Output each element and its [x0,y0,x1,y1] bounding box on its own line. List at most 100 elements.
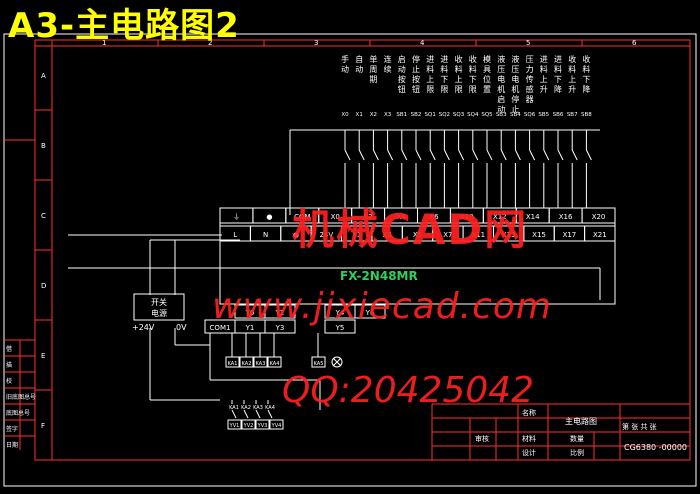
input-label-char: 限 [440,85,448,94]
input-label-char: 限 [469,85,477,94]
contact-KA4: KA4 [265,405,275,411]
tb-name-label: 名称 [522,408,536,417]
row-label-D: D [41,282,46,290]
plc-output-terminal: Y4 [335,309,345,317]
input-addr-SB4: SB4 [510,112,521,118]
input-addr-X1: X1 [356,112,363,118]
input-label-char: 动 [497,104,505,114]
input-label-char: 止 [412,64,420,74]
side-label: 校 [6,377,12,385]
coil-KA2: KA2 [242,361,252,367]
input-label-char: 位 [483,74,491,84]
row-label-B: B [41,142,46,150]
input-label-char: 期 [369,75,377,84]
motor-YV3: YV3 [257,423,268,429]
plc-terminal: X0 [331,213,340,221]
plc-terminal: X2 [364,213,373,221]
contact-KA3: KA3 [253,405,263,411]
watermark-cn: 机械CAD网 [292,205,529,254]
tb-sheet: 第 张 共 张 [622,422,657,431]
input-label-char: 电 [497,74,505,84]
plc-terminal: X14 [526,213,540,221]
switch-contact [358,149,365,161]
side-label: 旧底图总号 [6,393,36,401]
motor-YV1: YV1 [229,423,240,429]
switch-contact [429,149,436,161]
tb-check: 审核 [475,434,489,443]
tb-material: 材料 [522,434,536,443]
side-label: 日期 [6,441,18,449]
input-label-char: 升 [540,85,548,94]
input-addr-SB6: SB6 [553,112,564,118]
switch-contact [514,149,521,161]
outer-frame [3,33,697,487]
input-labels: 手动X0自动X1单周期X2连续X3启动按钮SB1停止按钮SB2进料上限SQ1进料… [341,54,592,118]
input-label-char: 模 [483,54,491,64]
switch-contact [529,149,536,161]
coil-KA1: KA1 [228,361,238,367]
input-label-char: 感 [526,84,534,94]
title-block [431,403,691,461]
column-label-2: 2 [208,39,212,47]
input-label-char: 器 [526,95,534,104]
input-label-char: 按 [398,74,406,84]
input-label-char: 按 [412,74,420,84]
input-label-char: 限 [426,85,434,94]
plc-output-terminal: Y6 [365,309,375,317]
coil-KA3: KA3 [256,361,266,367]
drawing-title: A3-主电路图2 [8,6,240,46]
plc-terminal: N [263,231,268,239]
input-addr-X0: X0 [341,112,349,118]
row-label-F: F [41,422,45,430]
plc-terminal: X13 [502,231,516,239]
power-supply-line1: 开关 [151,297,167,307]
column-label-1: 1 [102,39,106,47]
power-supply-line2: 电源 [151,308,167,318]
input-addr-SQ6: SQ6 [524,112,536,118]
input-bus [289,129,600,215]
input-label-char: 上 [426,75,434,84]
input-label-char: 动 [355,64,363,74]
input-label-char: 压 [497,65,505,74]
plc-output-terminal: Y5 [335,324,345,332]
plc-terminal: ● [293,231,299,239]
input-label-char: 动 [398,64,406,74]
input-label-char: 停 [412,54,420,64]
plc-terminal: X4 [396,213,406,221]
input-label-char: 动 [341,64,349,74]
switch-contact [401,149,408,161]
input-label-char: 进 [540,55,548,64]
row-label-E: E [41,352,45,360]
input-label-char: 收 [582,54,590,64]
input-addr-SQ5: SQ5 [481,112,493,118]
switch-contact [571,149,578,161]
input-label-char: 自 [355,54,363,64]
plc-terminal: X3 [382,231,391,239]
power-supply-box [133,293,185,321]
tb-scale: 比例 [570,448,584,457]
column-label-5: 5 [526,39,530,47]
input-label-char: 进 [554,55,562,64]
input-label-char: 上 [540,75,548,84]
input-addr-SB8: SB8 [581,112,592,118]
tb-drawing-no: CG6380 -00000 [624,443,687,452]
input-label-char: 连 [384,54,392,64]
watermark-qq: QQ:20425042 [282,370,535,411]
input-label-char: 料 [554,64,562,74]
input-label-char: 上 [568,75,576,84]
input-label-char: 料 [455,64,463,74]
plc-output-terminal: Y2 [275,309,285,317]
switch-contact [486,149,493,161]
input-label-char: 料 [540,64,548,74]
plc-terminal: COM [294,213,310,221]
input-label-char: 电 [511,74,519,84]
input-label-char: 启 [398,54,406,64]
input-label-char: 钮 [398,84,406,94]
switch-contact [458,149,465,161]
